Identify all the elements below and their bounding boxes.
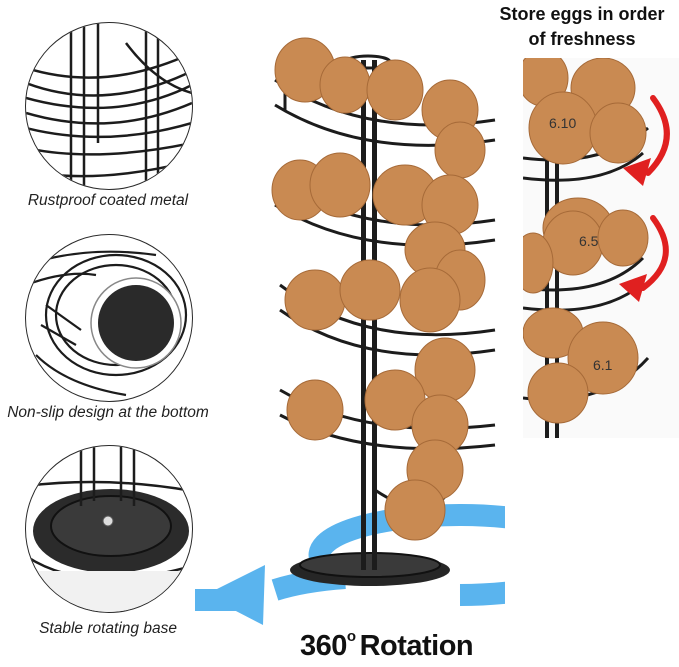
detail-circle-metal xyxy=(25,22,193,190)
caption-rustproof: Rustproof coated metal xyxy=(27,192,189,209)
egg-date-label: 6.10 xyxy=(549,115,576,131)
freshness-title-line2: of freshness xyxy=(528,29,636,49)
rotating-base-closeup xyxy=(26,446,192,612)
freshness-arrow-icon xyxy=(640,95,670,291)
freshness-title-line1: Store eggs in order xyxy=(499,4,665,24)
nonslip-pad-closeup xyxy=(26,250,188,397)
freshness-title: Store eggs in order of freshness xyxy=(495,2,669,52)
caption-nonslip: Non-slip design at the bottom xyxy=(7,404,209,421)
rotation-label: Rotation xyxy=(359,630,474,662)
rotation-value: 360 xyxy=(300,630,347,662)
arrowhead-icon xyxy=(619,274,647,302)
metal-wire-closeup xyxy=(26,23,192,189)
egg-date-label: 6.1 xyxy=(593,357,613,373)
detail-circle-base xyxy=(25,445,193,613)
freshness-panel: 6.10 6.5 6.1 xyxy=(523,58,679,438)
caption-rotating-base: Stable rotating base xyxy=(39,620,177,637)
degree-symbol: o xyxy=(346,628,356,645)
arrowhead-icon xyxy=(623,158,651,186)
egg-date-label: 6.5 xyxy=(579,233,599,249)
freshness-rack-closeup: 6.10 6.5 6.1 xyxy=(523,58,670,438)
detail-circle-nonslip xyxy=(25,234,193,402)
spiral-egg-rack xyxy=(195,37,505,625)
